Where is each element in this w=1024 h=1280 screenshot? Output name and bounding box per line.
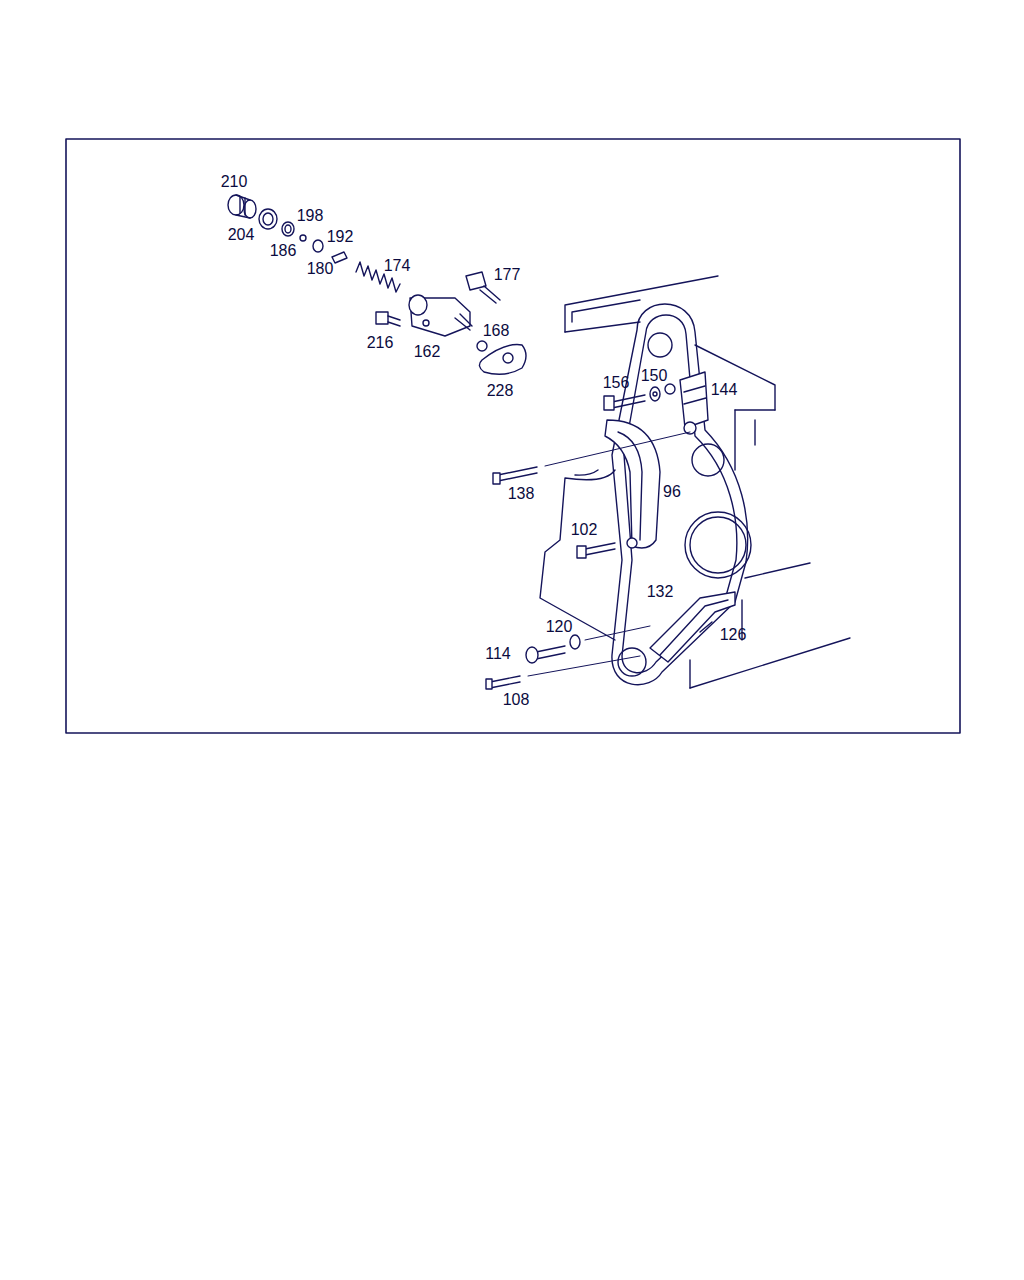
- callout-number: 186: [270, 242, 297, 260]
- chain-tensioner-parts: [228, 195, 244, 215]
- engine-block: [734, 410, 735, 470]
- callout-number: 144: [711, 381, 738, 399]
- timing-cover: [575, 470, 598, 475]
- callout-number: 192: [327, 228, 354, 246]
- chain-tensioner-parts: [285, 225, 291, 233]
- tensioner-rail: [660, 600, 728, 655]
- bolts: [653, 392, 657, 396]
- bracket-144: [665, 372, 708, 434]
- chain-tensioner-parts: [263, 213, 273, 225]
- callout-number: 126: [720, 626, 747, 644]
- bolts: [528, 656, 640, 676]
- sprockets: [685, 512, 751, 578]
- bolts: [650, 387, 660, 401]
- bolts: [536, 646, 565, 659]
- bolts: [585, 626, 650, 640]
- chain-tensioner-parts: [409, 295, 427, 315]
- sprockets: [692, 444, 724, 476]
- engine-block: [690, 638, 850, 688]
- engine-block: [689, 660, 690, 688]
- bolts: [486, 387, 690, 689]
- frame: [66, 139, 960, 733]
- chain-tensioner-parts: [244, 200, 256, 218]
- bolts: [577, 546, 586, 558]
- chain-tensioner-parts: [282, 222, 294, 236]
- bolts: [570, 635, 580, 649]
- sprockets: [648, 333, 672, 357]
- chain-tensioner-parts: [466, 272, 486, 290]
- bolts: [612, 395, 645, 402]
- callout-number: 204: [228, 226, 255, 244]
- chain-tensioner-parts: [388, 316, 400, 326]
- engine-block: [565, 276, 850, 688]
- chain-tensioner-parts: [479, 345, 526, 375]
- sprockets: [618, 648, 646, 676]
- engine-block: [754, 420, 755, 445]
- chain-tensioner-parts: [477, 341, 487, 351]
- chain-tensioner-parts: [423, 320, 429, 326]
- callout-number: 108: [503, 691, 530, 709]
- chain-tensioner-parts: [228, 195, 526, 374]
- chain-tensioner-parts: [259, 209, 277, 229]
- guide-rail: [627, 538, 637, 548]
- callout-number: 198: [297, 207, 324, 225]
- callout-number: 216: [367, 334, 394, 352]
- callout-number: 114: [485, 645, 511, 663]
- bolts: [490, 676, 520, 688]
- tensioner-rail: [700, 622, 712, 632]
- engine-block: [735, 409, 775, 410]
- chain-tensioner-parts: [332, 252, 347, 263]
- chain-tensioner-parts: [236, 195, 250, 218]
- callout-number: 96: [663, 483, 681, 501]
- callout-number: 156: [603, 374, 630, 392]
- bolts: [493, 473, 500, 484]
- callout-number: 120: [546, 618, 573, 636]
- guide-rail: [605, 420, 660, 548]
- timing-cover: [540, 470, 615, 640]
- chain-tensioner-parts: [240, 197, 245, 215]
- guide-rail: [605, 420, 660, 548]
- chain-tensioner-parts: [480, 286, 500, 303]
- engine-block: [572, 300, 640, 322]
- timing-cover: [540, 470, 615, 640]
- sprockets: [690, 517, 746, 573]
- callout-number: 180: [307, 260, 334, 278]
- bolts: [526, 647, 538, 663]
- callout-number: 177: [494, 266, 521, 284]
- callout-number: 132: [647, 583, 674, 601]
- bolts: [545, 432, 690, 466]
- bolts: [498, 467, 537, 481]
- chain-tensioner-parts: [300, 235, 306, 241]
- bolts: [486, 679, 492, 689]
- bolts: [585, 543, 615, 555]
- engine-block: [565, 322, 640, 332]
- chain-tensioner-parts: [455, 314, 472, 330]
- callout-number: 162: [414, 343, 441, 361]
- chain-tensioner-parts: [313, 240, 323, 252]
- engine-block: [745, 563, 810, 578]
- bracket-144: [665, 384, 675, 394]
- callout-number: 150: [641, 367, 668, 385]
- callout-number: 138: [508, 485, 535, 503]
- chain-tensioner-parts: [503, 353, 513, 363]
- callout-number: 174: [384, 257, 411, 275]
- bracket-144: [680, 372, 708, 428]
- callout-number: 210: [221, 173, 248, 191]
- engine-block: [565, 276, 718, 332]
- bracket-144: [684, 386, 706, 404]
- bolts: [604, 396, 614, 410]
- callout-number: 168: [483, 322, 510, 340]
- chain-tensioner-parts: [376, 312, 388, 324]
- callout-number: 228: [487, 382, 514, 400]
- callout-number: 102: [571, 521, 598, 539]
- bolts: [612, 401, 645, 408]
